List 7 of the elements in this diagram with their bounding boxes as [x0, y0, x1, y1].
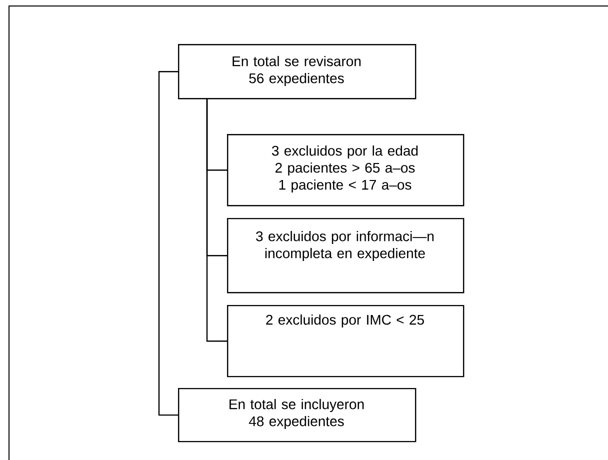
- connector-line: [158, 71, 178, 416]
- text-box: 3 excluidos por la edad 2 pacientes > 65 a–os 1 paciente < 17 a–os: [227, 134, 464, 206]
- connector-line: [206, 99, 227, 342]
- text-box: En total se incluyeron 48 expedientes: [178, 388, 416, 442]
- text-box: 2 excluidos por IMC < 25: [227, 304, 464, 378]
- text-box: 3 excluidos por informaci—n incompleta en expediente: [227, 218, 464, 294]
- text-box: En total se revisaron 56 expedientes: [178, 44, 416, 100]
